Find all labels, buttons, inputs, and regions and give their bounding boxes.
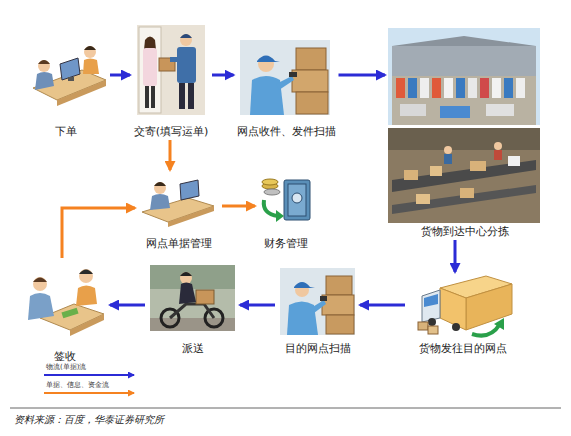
step-caption: 财务管理 (264, 237, 308, 250)
delivery-photo (150, 265, 235, 331)
step-caption: 网点收件、发件扫描 (237, 125, 336, 138)
document-desk-figure (142, 180, 214, 227)
process-step: 签收 (20, 258, 110, 365)
step-caption: 交寄(填写运单) (134, 125, 209, 138)
step-caption-row: 签收 (20, 345, 110, 364)
flow-arrow (110, 304, 145, 307)
rule-line (10, 408, 561, 409)
process-step: 网点单据管理 (135, 170, 222, 252)
order-figure (33, 46, 106, 106)
process-step: 下单 (22, 30, 110, 140)
flow-arrow (169, 140, 172, 170)
step-caption-row: 下单 (22, 120, 110, 139)
scan-photo (240, 40, 330, 115)
flow-arrow (62, 208, 135, 258)
scan-photo (280, 268, 355, 335)
finance-figure (262, 179, 310, 222)
step-caption: 网点单据管理 (146, 237, 212, 250)
process-step: 货物发往目的网点 (405, 272, 520, 357)
flow-arrow (454, 240, 457, 272)
legend-text: 物流(单据)流 (46, 363, 86, 371)
flow-arrow (212, 74, 234, 77)
flow-arrow (222, 205, 255, 208)
step-caption-row: 网点单据管理 (135, 232, 222, 251)
step-caption-row: 派送 (145, 337, 240, 356)
warehouse-photo (388, 28, 540, 223)
process-step: 交寄(填写运单) (130, 22, 212, 140)
step-caption: 目的网点扫描 (285, 342, 351, 355)
flow-arrow (110, 74, 130, 77)
process-step: 货物到达中心分拣 (385, 25, 545, 240)
step-caption-row: 交寄(填写运单) (130, 120, 212, 139)
flow-arrow (339, 74, 386, 77)
handover-photo (137, 25, 205, 115)
flow-arrow (240, 304, 275, 307)
step-caption: 货物发往目的网点 (419, 342, 507, 355)
step-caption-row: 货物发往目的网点 (405, 337, 520, 356)
source-caption: 资料来源：百度，华泰证券研究所 (14, 413, 164, 427)
flow-arrow (360, 304, 405, 307)
process-step: 网点收件、发件扫描 (234, 35, 339, 140)
truck-figure (418, 276, 512, 336)
step-caption-row: 货物到达中心分拣 (385, 220, 545, 239)
step-caption: 签收 (54, 350, 76, 363)
step-caption-row: 网点收件、发件扫描 (234, 120, 339, 139)
signing-figure (28, 269, 104, 336)
step-caption: 派送 (182, 342, 204, 355)
step-caption-row: 目的网点扫描 (275, 337, 360, 356)
process-step: 财务管理 (255, 170, 317, 252)
legend-line-sample (44, 392, 134, 394)
process-step: 目的网点扫描 (275, 265, 360, 357)
legend-text: 单据、信息、资金流 (46, 381, 109, 389)
process-step: 派送 (145, 262, 240, 357)
step-caption-row: 财务管理 (255, 232, 317, 251)
step-caption: 货物到达中心分拣 (421, 225, 509, 238)
legend-line-sample (44, 374, 134, 376)
step-caption: 下单 (55, 125, 77, 138)
